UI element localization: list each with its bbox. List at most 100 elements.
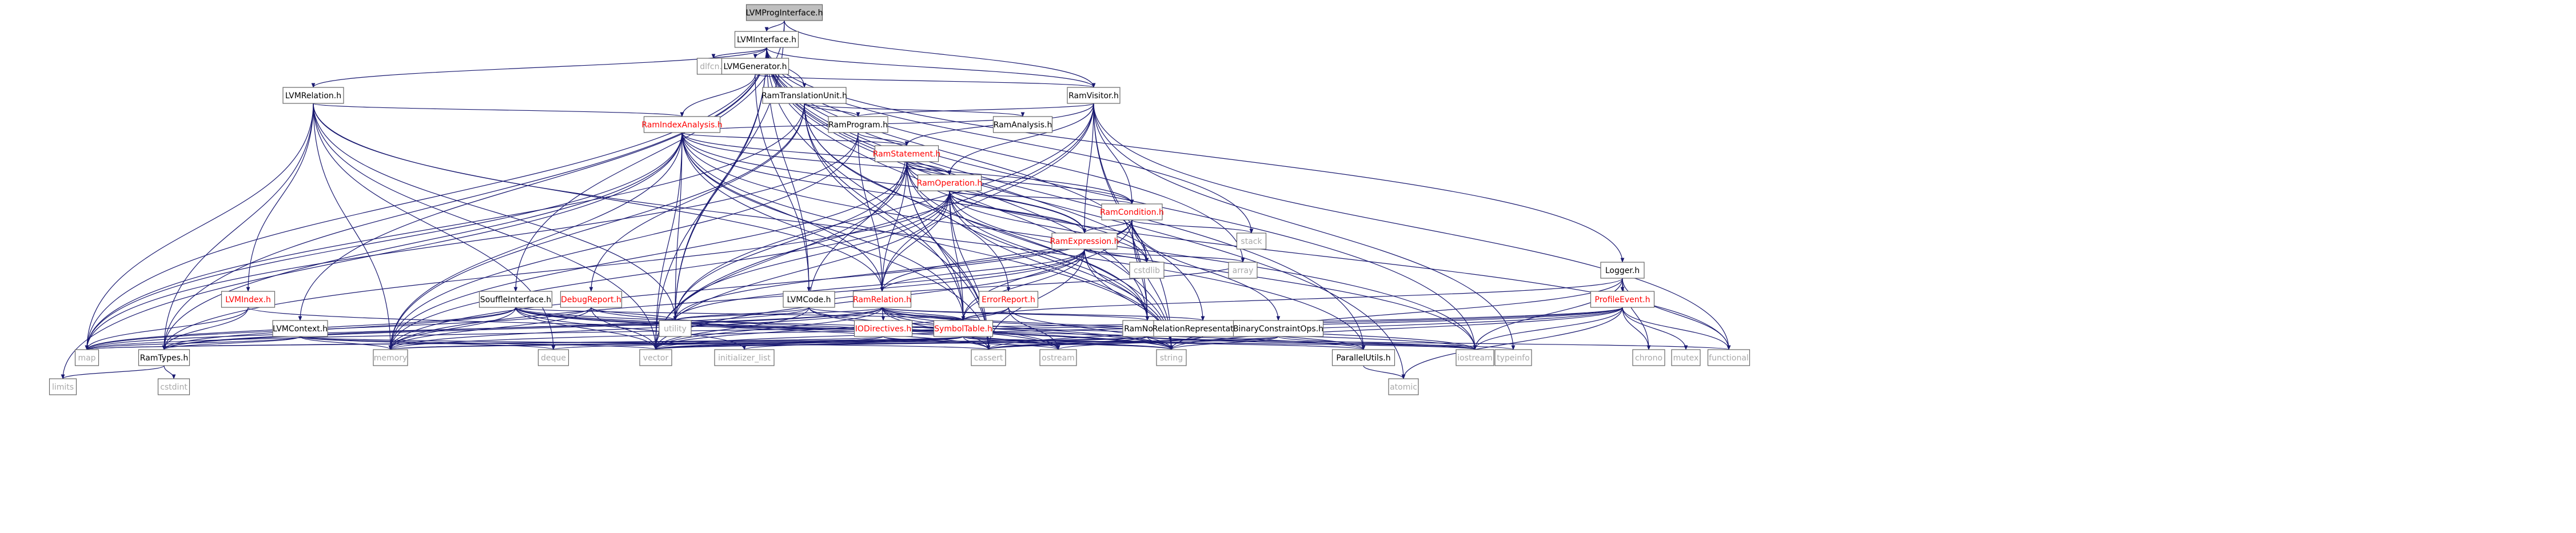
include-edge-ramindexanalysis-h-to-ramstatement-h — [681, 132, 909, 146]
include-edge-ramindexanalysis-h-to-ramoperation-h — [681, 132, 952, 175]
node-lvmproginterface-h[interactable]: LVMProgInterface.h — [745, 4, 823, 21]
node-box — [1707, 349, 1750, 366]
include-edge-symboltable-h-to-initializer-list — [742, 336, 964, 350]
node-profileevent-h[interactable]: ProfileEvent.h — [1590, 291, 1655, 308]
node-ramtranslationunit-h[interactable]: RamTranslationUnit.h — [761, 87, 847, 104]
include-edge-ramoperation-h-to-symboltable-h — [949, 190, 966, 321]
include-edge-errorreport-h-to-ostream — [1008, 307, 1060, 350]
node-lvmcode-h[interactable]: LVMCode.h — [783, 291, 835, 308]
node-box — [1632, 349, 1665, 366]
node-debugreport-h[interactable]: DebugReport.h — [560, 291, 623, 308]
include-edge-lvmgenerator-h-to-ramvisitor-h — [755, 74, 1095, 88]
include-edge-ramtypes-h-to-cstdint — [164, 365, 176, 379]
node-box — [157, 378, 190, 395]
include-edge-relationrepresentation-h-to-cassert — [986, 336, 1203, 350]
node-symboltable-h[interactable]: SymbolTable.h — [933, 320, 994, 337]
node-label: string — [1160, 354, 1183, 363]
node-ramanalysis-h[interactable]: RamAnalysis.h — [992, 116, 1053, 133]
node-label: LVMContext.h — [273, 324, 328, 334]
node-deque: deque — [537, 349, 569, 366]
include-edge-ramtranslationunit-h-to-string — [804, 103, 1174, 350]
include-edge-ramtranslationunit-h-to-memory — [388, 103, 805, 350]
include-edge-lvminterface-h-to-lvmrelation-h — [311, 47, 767, 88]
include-edge-ramcondition-h-to-binaryconstraintops-h — [1131, 219, 1281, 321]
node-ramcondition-h[interactable]: RamCondition.h — [1100, 203, 1164, 221]
include-edge-ramprogram-h-to-map — [85, 132, 859, 350]
include-edge-ramoperation-h-to-cstdlib — [949, 190, 1149, 263]
include-edge-ramtranslationunit-h-to-map — [85, 103, 805, 350]
node-iodirectives-h[interactable]: IODirectives.h — [854, 320, 913, 337]
include-edge-ramvisitor-h-to-functional — [1093, 103, 1731, 350]
include-edge-lvmcontext-h-to-memory — [300, 336, 393, 350]
include-edge-lvmgenerator-h-to-lvmcode-h — [755, 74, 811, 292]
node-ramindexanalysis-h[interactable]: RamIndexAnalysis.h — [641, 116, 723, 133]
include-edge-lvmrelation-h-to-memory — [313, 103, 393, 350]
node-label: RamStatement.h — [873, 150, 941, 159]
include-edge-lvmcontext-h-to-map — [85, 336, 301, 350]
node-label: ostream — [1042, 354, 1075, 363]
include-edge-debugreport-h-to-utility — [591, 307, 677, 321]
node-box — [1494, 349, 1532, 366]
include-edge-ramvisitor-h-to-ramexpression-h — [1082, 103, 1094, 234]
node-label: deque — [541, 354, 566, 363]
node-label: RamRelation.h — [853, 295, 911, 304]
node-limits: limits — [49, 378, 77, 395]
node-souffleinterface-h[interactable]: SouffleInterface.h — [478, 291, 553, 308]
node-ramoperation-h[interactable]: RamOperation.h — [917, 174, 983, 191]
include-edge-ramrelation-h-to-symboltable-h — [882, 307, 966, 321]
node-box — [1388, 378, 1419, 395]
node-utility: utility — [659, 320, 692, 337]
node-box — [992, 116, 1053, 133]
node-string: string — [1156, 349, 1187, 366]
node-ramrelation-h[interactable]: RamRelation.h — [852, 291, 912, 308]
node-box — [1590, 291, 1655, 308]
include-edge-lvminterface-h-to-lvmcontext-h — [298, 47, 767, 321]
node-label: SymbolTable.h — [934, 324, 992, 334]
include-edge-ramexpression-h-to-ramnode-h — [1084, 249, 1150, 321]
node-ramexpression-h[interactable]: RamExpression.h — [1050, 233, 1119, 250]
node-parallelutils-h[interactable]: ParallelUtils.h — [1331, 349, 1395, 366]
include-edge-ramprogram-h-to-memory — [388, 132, 859, 350]
include-edge-ramstatement-h-to-string — [906, 161, 1174, 350]
node-lvminterface-h[interactable]: LVMInterface.h — [734, 31, 799, 48]
node-array: array — [1228, 262, 1258, 279]
include-edge-ramstatement-h-to-ramexpression-h — [906, 161, 1087, 234]
node-lvmgenerator-h[interactable]: LVMGenerator.h — [721, 58, 789, 75]
node-ramprogram-h[interactable]: RamProgram.h — [828, 116, 888, 133]
node-box — [762, 87, 847, 104]
include-edge-ramrelation-h-to-ramtypes-h — [162, 307, 883, 350]
node-lvmcontext-h[interactable]: LVMContext.h — [272, 320, 328, 337]
node-label: memory — [374, 354, 408, 363]
node-label: IODirectives.h — [855, 324, 911, 334]
include-edge-ramtranslationunit-h-to-ramprogram-h — [804, 103, 860, 117]
node-label: DebugReport.h — [561, 295, 621, 304]
include-edge-souffleinterface-h-to-string — [515, 307, 1174, 350]
node-box — [74, 349, 99, 366]
include-edge-lvmrelation-h-to-map — [85, 103, 314, 350]
node-box — [1051, 233, 1118, 250]
node-box — [917, 174, 982, 191]
include-edge-ramoperation-h-to-utility — [673, 190, 950, 321]
include-edge-ramindexanalysis-h-to-utility — [673, 132, 683, 321]
node-cstdint: cstdint — [157, 378, 190, 395]
node-binaryconstraintops-h[interactable]: BinaryConstraintOps.h — [1233, 320, 1324, 337]
include-edge-lvmcontext-h-to-deque — [300, 336, 556, 350]
include-edge-ramstatement-h-to-ramrelation-h — [880, 161, 907, 292]
node-ramtypes-h[interactable]: RamTypes.h — [138, 349, 190, 366]
node-logger-h[interactable]: Logger.h — [1600, 262, 1645, 279]
include-edge-ramnode-h-to-memory — [389, 336, 1148, 350]
include-edge-ramoperation-h-to-ramrelation-h — [880, 190, 950, 292]
node-lvmrelation-h[interactable]: LVMRelation.h — [282, 87, 344, 104]
node-label: RelationRepresentation.h — [1153, 324, 1254, 334]
node-ramstatement-h[interactable]: RamStatement.h — [873, 145, 941, 162]
node-lvmindex-h[interactable]: LVMIndex.h — [221, 291, 276, 308]
node-errorreport-h[interactable]: ErrorReport.h — [978, 291, 1039, 308]
node-label: cassert — [974, 354, 1003, 363]
node-label: Logger.h — [1605, 266, 1640, 275]
include-edge-lvmcontext-h-to-cassert — [300, 336, 990, 350]
node-box — [1236, 233, 1267, 250]
node-box — [639, 349, 672, 366]
node-ramvisitor-h[interactable]: RamVisitor.h — [1067, 87, 1120, 104]
node-box — [1233, 320, 1324, 337]
include-edge-ramindexanalysis-h-to-cassert — [681, 132, 991, 350]
